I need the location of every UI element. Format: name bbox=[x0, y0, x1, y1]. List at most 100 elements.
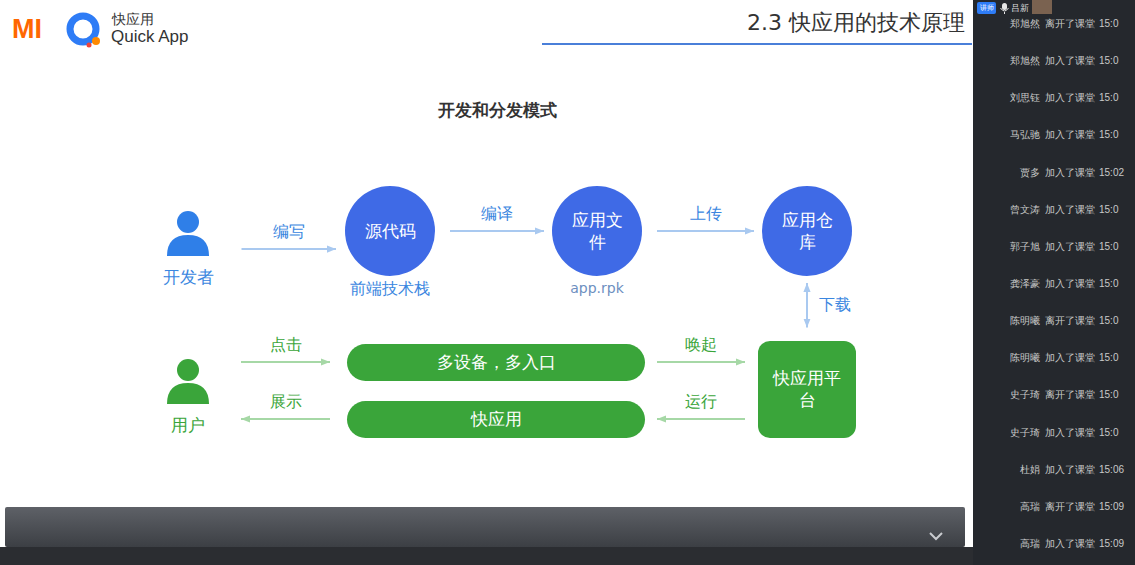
edge-label: 唤起 bbox=[683, 335, 719, 354]
flow-arrow bbox=[657, 361, 745, 363]
node-label: 源代码 bbox=[363, 220, 417, 242]
student-name: 史子琦 bbox=[1010, 427, 1040, 439]
student-name: 贾多 bbox=[1020, 167, 1040, 179]
attendance-action: 离开了课堂 bbox=[1045, 501, 1095, 513]
person-head bbox=[177, 359, 199, 381]
chat-sidebar bbox=[973, 0, 1135, 565]
node-label: 快应用 bbox=[471, 408, 522, 430]
attendance-action: 加入了课堂 bbox=[1045, 92, 1095, 104]
camera-thumbnail bbox=[1032, 0, 1052, 14]
teacher-name: 吕新 bbox=[1011, 3, 1029, 14]
flow-arrow bbox=[241, 418, 330, 420]
attendance-action: 加入了课堂 bbox=[1045, 55, 1095, 67]
process-pill: 多设备，多入口 bbox=[347, 344, 645, 381]
actor-icon: 用户 bbox=[164, 358, 212, 436]
player-bar bbox=[5, 507, 965, 547]
attendance-action: 离开了课堂 bbox=[1045, 389, 1095, 401]
bottom-strip bbox=[0, 547, 973, 565]
flow-arrow bbox=[450, 230, 544, 232]
person-icon bbox=[166, 210, 210, 256]
process-box: 快应用平台 bbox=[758, 341, 856, 438]
logo-dot bbox=[92, 37, 100, 45]
process-circle: 源代码前端技术栈 bbox=[345, 186, 435, 276]
event-time: 15:06 bbox=[1099, 464, 1124, 476]
slide-title: 2.3 快应用的技术原理 bbox=[747, 10, 965, 36]
student-name: 刘思钰 bbox=[1010, 92, 1040, 104]
node-label: 应用仓库 bbox=[780, 209, 834, 253]
edge-label: 编译 bbox=[479, 204, 515, 223]
student-name: 陈明曦 bbox=[1010, 352, 1040, 364]
process-pill: 快应用 bbox=[347, 401, 645, 438]
attendance-action: 加入了课堂 bbox=[1045, 204, 1095, 216]
logo-dot bbox=[87, 43, 92, 48]
event-time: 15:0 bbox=[1099, 278, 1118, 290]
student-name: 曾文涛 bbox=[1010, 204, 1040, 216]
mic-icon bbox=[1001, 8, 1009, 14]
edge-label: 下载 bbox=[817, 296, 853, 315]
flow-arrow bbox=[657, 418, 745, 420]
event-time: 15:0 bbox=[1099, 204, 1118, 216]
attendance-action: 离开了课堂 bbox=[1045, 315, 1095, 327]
edge-label: 点击 bbox=[268, 335, 304, 354]
student-name: 郑旭然 bbox=[1010, 18, 1040, 30]
role-badge-text: 讲师 bbox=[980, 4, 994, 12]
attendance-action: 加入了课堂 bbox=[1045, 538, 1095, 550]
attendance-action: 离开了课堂 bbox=[1045, 18, 1095, 30]
event-time: 15:0 bbox=[1099, 92, 1118, 104]
event-time: 15:02 bbox=[1099, 167, 1124, 179]
node-label: 多设备，多入口 bbox=[437, 351, 556, 373]
brand-name: 快应用 bbox=[112, 11, 154, 28]
person-body bbox=[167, 235, 209, 256]
flow-arrow bbox=[657, 230, 754, 232]
brand-logo: MI bbox=[12, 13, 42, 45]
brand-name: Quick App bbox=[111, 27, 189, 47]
node-label: 快应用平台 bbox=[771, 367, 843, 411]
attendance-action: 加入了课堂 bbox=[1045, 167, 1095, 179]
logo-ring bbox=[70, 16, 96, 42]
student-name: 史子琦 bbox=[1010, 389, 1040, 401]
person-icon bbox=[166, 358, 210, 404]
student-name: 郑旭然 bbox=[1010, 55, 1040, 67]
event-time: 15:0 bbox=[1099, 315, 1118, 327]
attendance-action: 加入了课堂 bbox=[1045, 464, 1095, 476]
process-circle: 应用仓库 bbox=[762, 186, 852, 276]
student-name: 杜娟 bbox=[1020, 464, 1040, 476]
flow-arrow bbox=[806, 283, 808, 328]
event-time: 15:0 bbox=[1099, 18, 1118, 30]
process-circle: 应用文件app.rpk bbox=[552, 186, 642, 276]
mic-icon bbox=[1002, 3, 1007, 10]
student-name: 陈明曦 bbox=[1010, 315, 1040, 327]
attendance-action: 加入了课堂 bbox=[1045, 352, 1095, 364]
event-time: 15:0 bbox=[1099, 389, 1118, 401]
event-time: 15:0 bbox=[1099, 352, 1118, 364]
attendance-action: 加入了课堂 bbox=[1045, 241, 1095, 253]
edge-label: 编写 bbox=[271, 222, 307, 241]
role-badge bbox=[977, 2, 996, 14]
event-time: 15:09 bbox=[1099, 538, 1124, 550]
edge-label: 运行 bbox=[683, 392, 719, 411]
node-label: 用户 bbox=[171, 414, 205, 436]
chevron-icon bbox=[930, 533, 942, 539]
event-time: 15:0 bbox=[1099, 241, 1118, 253]
actor-icon: 开发者 bbox=[161, 210, 216, 288]
flow-arrow bbox=[242, 248, 337, 250]
event-time: 15:09 bbox=[1099, 501, 1124, 513]
edge-label: 展示 bbox=[268, 392, 304, 411]
person-head bbox=[177, 211, 199, 233]
event-time: 15:0 bbox=[1099, 129, 1118, 141]
attendance-action: 加入了课堂 bbox=[1045, 129, 1095, 141]
flow-arrow bbox=[241, 361, 330, 363]
student-name: 马弘驰 bbox=[1010, 129, 1040, 141]
node-caption: 前端技术栈 bbox=[350, 279, 430, 300]
student-name: 龚泽豪 bbox=[1010, 278, 1040, 290]
event-time: 15:0 bbox=[1099, 55, 1118, 67]
attendance-action: 加入了课堂 bbox=[1045, 278, 1095, 290]
node-label: 开发者 bbox=[163, 266, 214, 288]
title-rule bbox=[542, 43, 972, 45]
student-name: 高瑞 bbox=[1020, 538, 1040, 550]
person-body bbox=[167, 383, 209, 404]
student-name: 郭子旭 bbox=[1010, 241, 1040, 253]
node-label: 应用文件 bbox=[570, 209, 624, 253]
edge-label: 上传 bbox=[688, 204, 724, 223]
section-heading: 开发和分发模式 bbox=[438, 100, 557, 120]
